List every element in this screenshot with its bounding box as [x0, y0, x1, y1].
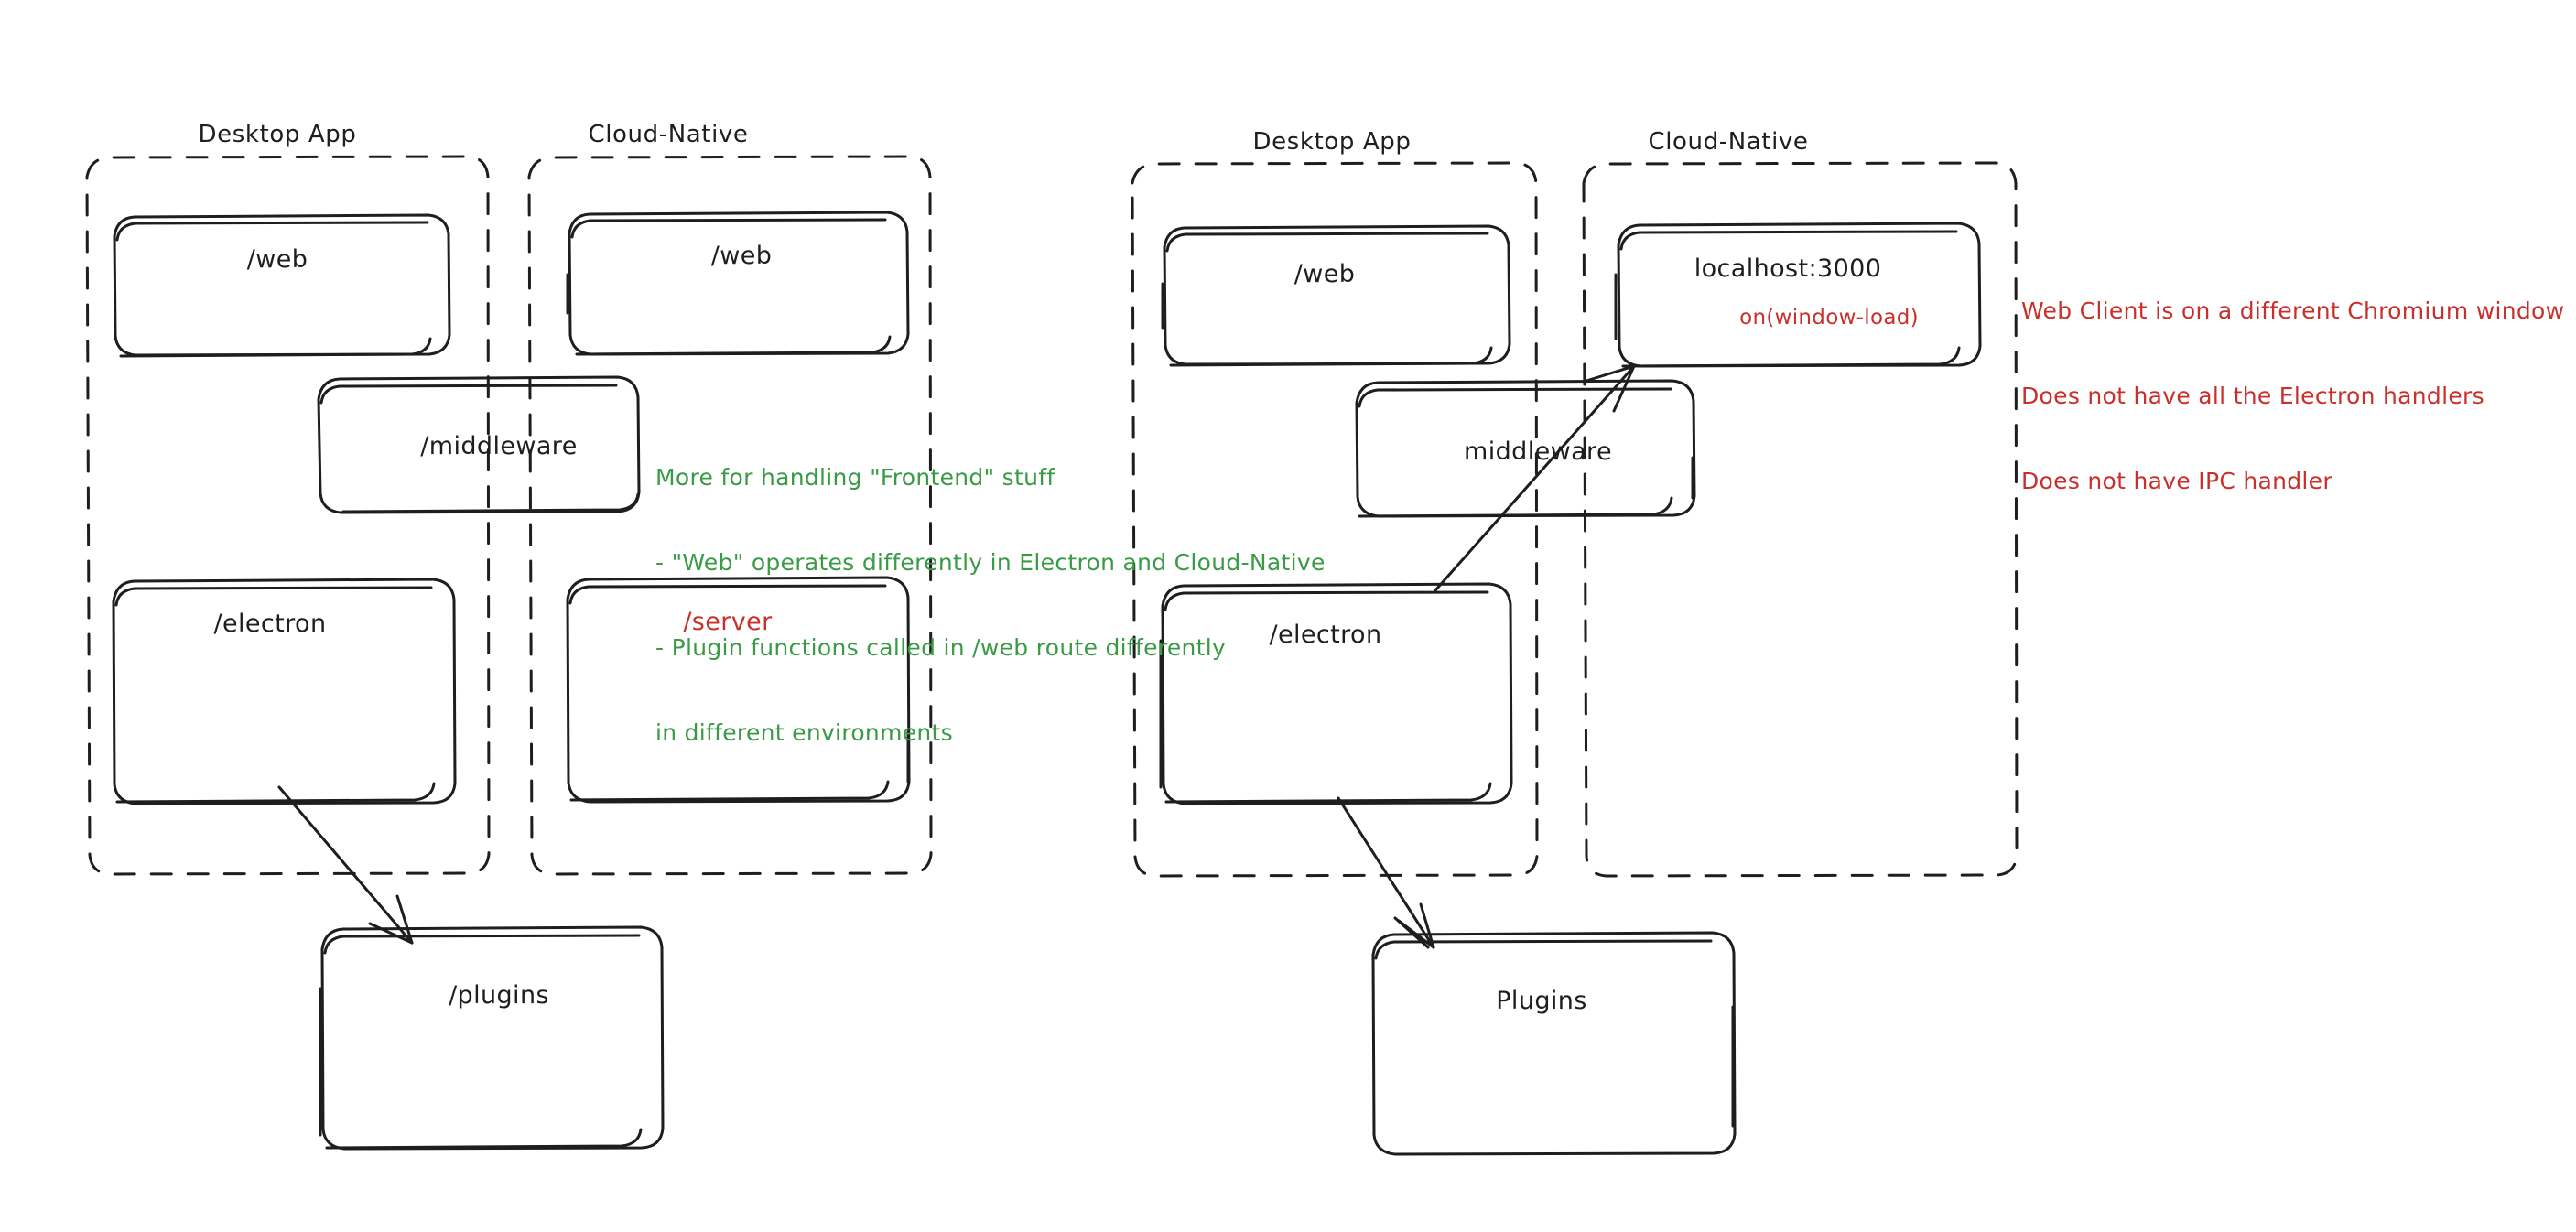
- edge-left-electron-to-plugins: [277, 785, 414, 945]
- node-box-left-electron[interactable]: [112, 578, 457, 805]
- annotation-green-note: More for handling "Frontend" stuff - "We…: [655, 406, 1326, 775]
- group-title-right-desktop: Desktop App: [1252, 128, 1412, 156]
- group-container-left-desktop: [85, 155, 491, 876]
- node-box-right-electron[interactable]: [1159, 582, 1513, 805]
- node-sublabel-right-localhost-onwindowload: on(window-load): [1739, 306, 1919, 330]
- annotation-green-line-4: in different environments: [655, 719, 953, 746]
- node-label-right-middleware: middleware: [1464, 438, 1612, 466]
- node-box-right-localhost[interactable]: [1614, 222, 1982, 368]
- node-box-right-desktop-web[interactable]: [1161, 224, 1511, 367]
- node-box-left-middleware[interactable]: [317, 375, 641, 514]
- group-title-left-cloud: Cloud-Native: [588, 121, 749, 148]
- annotation-green-line-3: - Plugin functions called in /web route …: [655, 634, 1227, 661]
- node-label-left-plugins: /plugins: [449, 981, 549, 1010]
- node-box-right-plugins[interactable]: [1371, 931, 1737, 1156]
- node-label-right-desktop-web: /web: [1293, 260, 1356, 288]
- group-title-left-desktop: Desktop App: [198, 121, 357, 148]
- node-label-left-server: /server: [683, 608, 773, 636]
- annotation-red-line-3: Does not have IPC handler: [2021, 468, 2332, 494]
- node-label-left-electron: /electron: [213, 610, 327, 638]
- annotation-green-line-1: More for handling "Frontend" stuff: [655, 464, 1055, 491]
- edge-right-electron-to-localhost: [1434, 364, 1636, 592]
- node-label-right-electron: /electron: [1269, 621, 1382, 649]
- node-box-left-plugins[interactable]: [319, 925, 665, 1151]
- node-label-left-middleware: /middleware: [420, 432, 578, 460]
- node-label-left-desktop-web: /web: [246, 245, 308, 274]
- annotation-red-line-1: Web Client is on a different Chromium wi…: [2021, 297, 2565, 324]
- group-container-right-desktop: [1131, 161, 1539, 878]
- group-title-right-cloud: Cloud-Native: [1648, 128, 1809, 156]
- node-box-left-desktop-web[interactable]: [113, 213, 451, 358]
- group-container-right-cloud: [1582, 161, 2019, 878]
- annotation-red-note: Web Client is on a different Chromium wi…: [2021, 240, 2564, 524]
- node-box-left-cloud-web[interactable]: [566, 211, 910, 356]
- edge-right-electron-to-plugins: [1337, 796, 1435, 949]
- node-label-right-plugins: Plugins: [1496, 987, 1587, 1015]
- group-container-left-cloud: [527, 155, 933, 876]
- node-label-right-localhost: localhost:3000: [1694, 254, 1882, 283]
- node-box-left-server[interactable]: [566, 576, 911, 804]
- annotation-green-line-2: - "Web" operates differently in Electron…: [655, 549, 1326, 576]
- node-label-left-cloud-web: /web: [710, 242, 773, 270]
- annotation-red-line-2: Does not have all the Electron handlers: [2021, 383, 2484, 409]
- node-box-right-middleware[interactable]: [1355, 379, 1696, 518]
